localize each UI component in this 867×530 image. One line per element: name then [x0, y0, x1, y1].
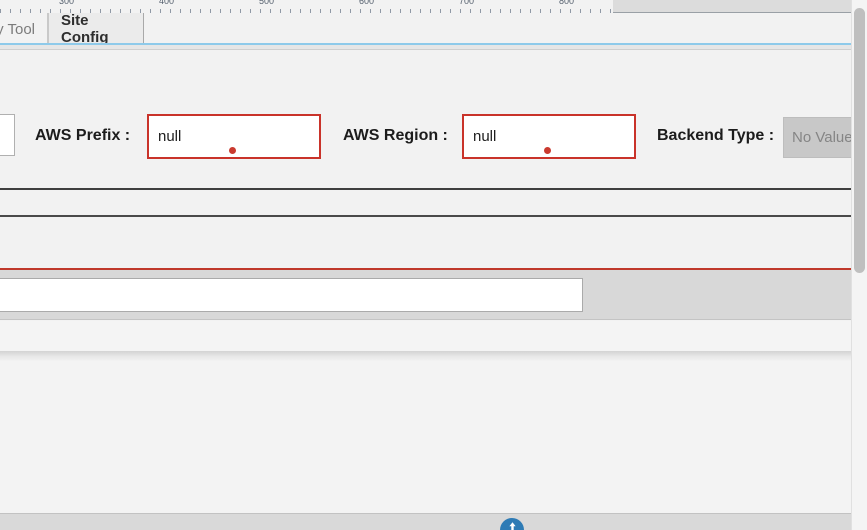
ruler-minor-tick [20, 9, 21, 13]
ruler-minor-tick [120, 9, 121, 13]
backend-type-value: No Value [792, 129, 853, 146]
ruler-minor-tick [10, 9, 11, 13]
ruler-minor-tick [400, 9, 401, 13]
ruler-minor-tick [150, 9, 151, 13]
ruler-minor-tick [590, 9, 591, 13]
ruler-minor-tick [580, 9, 581, 13]
ruler-minor-tick [450, 9, 451, 13]
ruler-minor-tick [90, 9, 91, 13]
error-rule [0, 268, 867, 270]
ruler-label: 300 [59, 0, 75, 6]
wide-text-input[interactable] [0, 278, 583, 312]
info-arrow-icon[interactable] [500, 518, 524, 530]
ruler-minor-tick [40, 9, 41, 13]
aws-prefix-required-dot [229, 147, 236, 154]
aws-prefix-label: AWS Prefix : [35, 127, 131, 144]
ruler-minor-tick [610, 9, 611, 13]
ruler-minor-tick [310, 9, 311, 13]
site-config-form-panel [0, 51, 867, 190]
tab-bar-empty-area [144, 13, 867, 45]
tab-bar-underline [0, 43, 867, 45]
ruler-minor-tick [160, 9, 161, 13]
ruler-minor-tick [80, 9, 81, 13]
ruler-minor-tick [200, 9, 201, 13]
ruler-minor-tick [50, 9, 51, 13]
ruler-minor-tick [460, 9, 461, 13]
ruler-minor-tick [330, 9, 331, 13]
ruler-minor-tick [370, 9, 371, 13]
ruler-label: 800 [559, 0, 575, 6]
ruler-label: 600 [359, 0, 375, 6]
ruler-minor-tick [210, 9, 211, 13]
tab-site-config[interactable]: Site Config [48, 12, 144, 46]
ruler-minor-tick [510, 9, 511, 13]
ruler-minor-tick [260, 9, 261, 13]
ruler-minor-tick [320, 9, 321, 13]
ruler-minor-tick [270, 9, 271, 13]
ruler-minor-tick [70, 9, 71, 13]
ruler-minor-tick [230, 9, 231, 13]
ruler-minor-tick [430, 9, 431, 13]
ruler-minor-tick [100, 9, 101, 13]
cutoff-text-input[interactable] [0, 114, 15, 156]
ruler-minor-tick [250, 9, 251, 13]
vertical-scrollbar-thumb[interactable] [854, 8, 865, 273]
ruler-minor-tick [140, 9, 141, 13]
tab-bar: y Tool Site Config [0, 12, 867, 46]
ruler-minor-tick [420, 9, 421, 13]
ruler-minor-tick [190, 9, 191, 13]
panel-strip [0, 321, 867, 351]
panel-shadow-divider [0, 351, 867, 361]
ruler-minor-tick [390, 9, 391, 13]
ruler-inactive-region [613, 0, 867, 13]
footer-band [0, 513, 867, 530]
aws-region-label: AWS Region : [343, 127, 448, 144]
ruler-minor-tick [350, 9, 351, 13]
section-divider-upper [0, 192, 867, 217]
ruler-label: 700 [459, 0, 475, 6]
ruler-minor-tick [480, 9, 481, 13]
ruler-minor-tick [570, 9, 571, 13]
aws-region-required-dot [544, 147, 551, 154]
ruler-minor-tick [560, 9, 561, 13]
ruler-minor-tick [530, 9, 531, 13]
ruler-minor-tick [340, 9, 341, 13]
ruler-minor-tick [30, 9, 31, 13]
ruler-minor-tick [540, 9, 541, 13]
tab-site-config-label: Site Config [61, 12, 109, 46]
content-top-band [0, 45, 867, 50]
ruler-minor-tick [130, 9, 131, 13]
ruler-minor-tick [600, 9, 601, 13]
ruler-minor-tick [490, 9, 491, 13]
ruler-minor-tick [60, 9, 61, 13]
ruler-minor-tick [410, 9, 411, 13]
ruler-minor-tick [220, 9, 221, 13]
ruler-minor-tick [440, 9, 441, 13]
ruler-minor-tick [170, 9, 171, 13]
ruler-minor-tick [110, 9, 111, 13]
ruler-minor-tick [300, 9, 301, 13]
backend-type-label: Backend Type : [657, 127, 775, 144]
ruler-minor-tick [520, 9, 521, 13]
ruler-minor-tick [290, 9, 291, 13]
ruler-minor-tick [550, 9, 551, 13]
vertical-scrollbar-track[interactable] [851, 0, 867, 530]
ruler-minor-tick [380, 9, 381, 13]
ruler-minor-tick [470, 9, 471, 13]
ruler-minor-tick [0, 9, 1, 13]
ruler-minor-tick [280, 9, 281, 13]
tab-query-tool[interactable]: y Tool [0, 13, 48, 45]
ruler-minor-tick [360, 9, 361, 13]
ruler-minor-tick [500, 9, 501, 13]
section-divider-lower [0, 219, 867, 268]
ruler-minor-tick [240, 9, 241, 13]
ruler-minor-tick [180, 9, 181, 13]
ruler-label: 400 [159, 0, 175, 6]
ruler-label: 500 [259, 0, 275, 6]
tab-query-tool-label: y Tool [0, 20, 35, 38]
main-content-panel [0, 361, 867, 513]
